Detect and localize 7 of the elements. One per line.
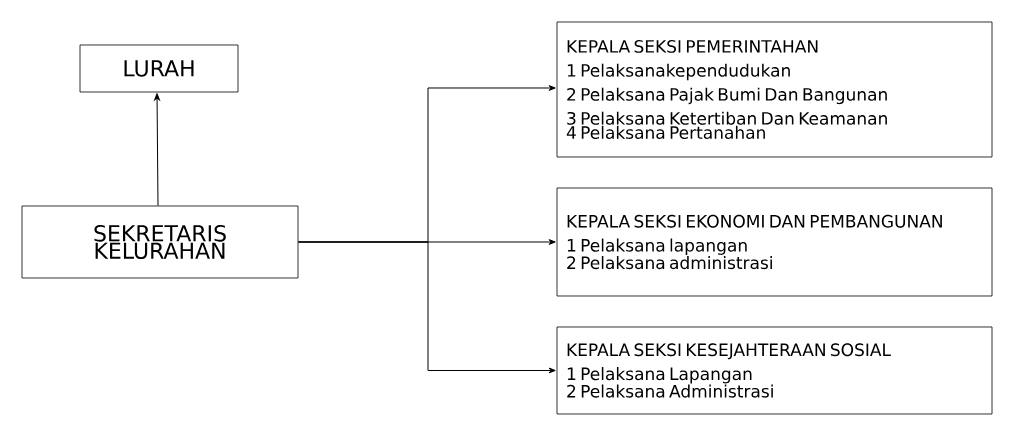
title-box: LURAH — [79, 44, 239, 93]
section-box: KEPALA SEKSI PEMERINTAHAN 1 Pelaksanakependudukan 2 Pelaksana Pajak Bumi Dan Bangunan 3 Pelaksana Ketertiban Dan Keamanan 4 Pelaksana Pertanahan — [556, 21, 993, 158]
title-box: SEKRETARIS KELURAHAN — [21, 205, 299, 279]
arrow — [154, 93, 160, 207]
section-box: KEPALA SEKSI EKONOMI DAN PEMBANGUNAN 1 Pelaksana lapangan 2 Pelaksana administrasi — [556, 187, 993, 297]
arrow — [297, 241, 556, 374]
section-box: KEPALA SEKSI KESEJAHTERAAN SOSIAL 1 Pelaksana Lapangan 2 Pelaksana Administrasi — [556, 326, 993, 415]
